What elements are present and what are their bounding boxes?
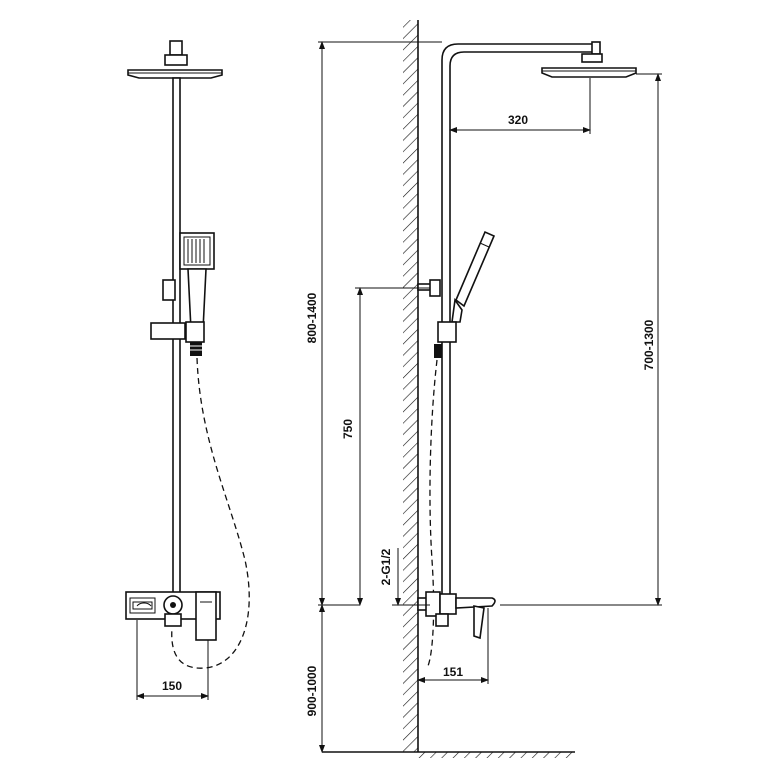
front-hand-shower-grille — [187, 239, 205, 263]
front-holder-block — [150, 322, 186, 340]
front-view: 150 — [125, 40, 250, 700]
side-rail-inner — [449, 51, 598, 600]
dim-inlet-thread: 2-G1/2 — [379, 548, 393, 585]
dim-spout-projection: 151 — [443, 665, 463, 679]
front-top-connector — [169, 40, 183, 56]
wall-hatch — [403, 20, 418, 752]
front-rain-head — [127, 69, 223, 79]
side-mixer-flange — [425, 591, 441, 617]
front-hose — [171, 357, 250, 669]
dim-arm-reach: 320 — [508, 113, 528, 127]
side-hose — [426, 359, 438, 669]
dim-rail-height: 800-1400 — [305, 292, 319, 343]
front-slider-bracket — [162, 279, 176, 301]
dim-valve-height: 900-1000 — [305, 665, 319, 716]
front-head-mount — [164, 54, 188, 66]
side-hose-connector — [434, 344, 442, 358]
dim-front-width: 150 — [162, 679, 182, 693]
side-view: 2-G1/2 750 800-1400 900-1000 320 700-130… — [305, 20, 662, 758]
front-hand-shower-handle — [187, 268, 207, 331]
front-lever-handle — [195, 591, 217, 641]
dim-holder-height: 750 — [341, 419, 355, 439]
side-hand-shower — [455, 230, 496, 308]
side-mixer-body — [439, 593, 457, 615]
side-spout — [455, 597, 496, 609]
front-hose-connector — [190, 342, 202, 356]
side-wall-bracket — [429, 279, 441, 297]
side-rain-head — [541, 67, 637, 78]
side-rail-outer — [441, 43, 598, 600]
side-lever — [473, 605, 485, 640]
front-hand-shower — [179, 232, 215, 270]
side-holder — [437, 321, 457, 343]
dim-overhead-height: 700-1300 — [642, 319, 656, 370]
